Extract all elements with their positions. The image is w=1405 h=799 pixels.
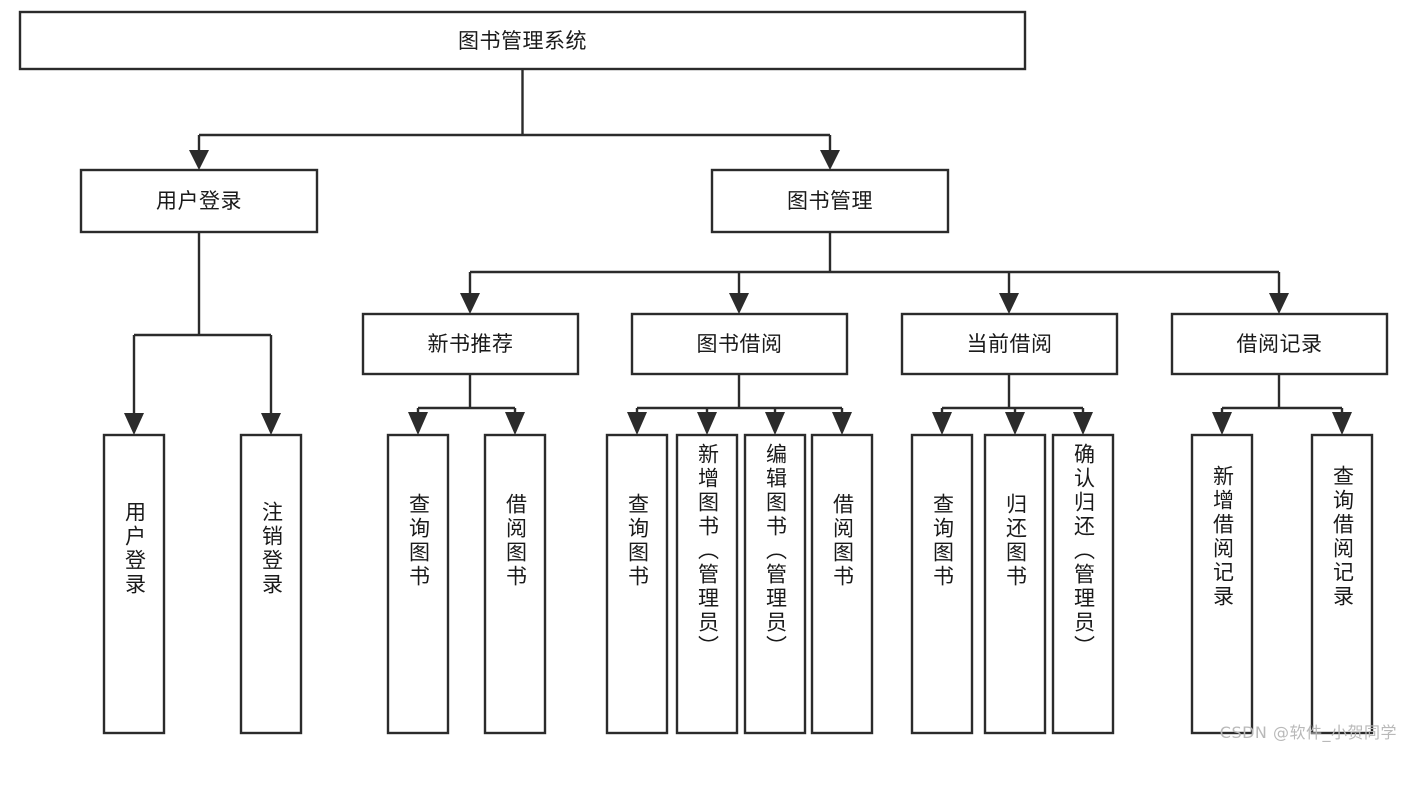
- node-root[interactable]: 图书管理系统: [18, 10, 1027, 71]
- connector-group-book-borrow: [627, 374, 852, 435]
- arrow-head-leaf-query-book-borrow: [627, 412, 647, 435]
- leaf-box-edit-book[interactable]: [743, 433, 807, 735]
- node-root-box[interactable]: [18, 10, 1027, 71]
- leaf-box-query-book-current[interactable]: [910, 433, 974, 735]
- node-book-management[interactable]: 图书管理: [710, 168, 950, 234]
- leaf-box-user-login[interactable]: [102, 433, 166, 735]
- node-current-borrow[interactable]: 当前借阅: [900, 312, 1119, 376]
- arrow-head-leaf-edit-book: [765, 412, 785, 435]
- leaf-box-confirm-return[interactable]: [1051, 433, 1115, 735]
- leaf-box-return-book[interactable]: [983, 433, 1047, 735]
- node-book-management-box[interactable]: [710, 168, 950, 234]
- node-borrow-record-box[interactable]: [1170, 312, 1389, 376]
- arrow-head-leaf-add-book: [697, 412, 717, 435]
- arrow-head-new-book-recommend: [460, 293, 480, 314]
- node-new-book-recommend[interactable]: 新书推荐: [361, 312, 580, 376]
- leaf-box-query-book-borrow[interactable]: [605, 433, 669, 735]
- arrow-head-leaf-user-login: [124, 413, 144, 435]
- arrow-head-leaf-return-book: [1005, 412, 1025, 435]
- leaf-boxes: [102, 433, 1374, 735]
- node-new-book-recommend-box[interactable]: [361, 312, 580, 376]
- arrow-head-leaf-add-borrow-record: [1212, 412, 1232, 435]
- flowchart-canvas: 图书管理系统 用户登录 图书管理 新书推荐 图书借阅 当前借阅 借阅记录: [18, 10, 1389, 735]
- connector-group-book-management: [460, 232, 1289, 314]
- leaf-box-add-borrow-record[interactable]: [1190, 433, 1254, 735]
- arrow-head-book-borrow: [729, 293, 749, 314]
- node-new-book-recommend-label: 新书推荐: [428, 332, 514, 356]
- arrow-head-user-login: [189, 150, 209, 170]
- arrow-head-leaf-query-book-recommend: [408, 412, 428, 435]
- arrow-head-book-management: [820, 150, 840, 170]
- arrow-head-leaf-borrow-book-recommend: [505, 412, 525, 435]
- node-user-login-label: 用户登录: [156, 189, 242, 213]
- node-root-label: 图书管理系统: [458, 29, 587, 53]
- node-borrow-record[interactable]: 借阅记录: [1170, 312, 1389, 376]
- connector-group-current-borrow: [932, 374, 1093, 435]
- leaf-box-query-borrow-record[interactable]: [1310, 433, 1374, 735]
- arrow-head-current-borrow: [999, 293, 1019, 314]
- arrow-head-leaf-borrow-book: [832, 412, 852, 435]
- leaf-box-query-book-recommend[interactable]: [386, 433, 450, 735]
- flowchart-diagram: 图书管理系统 用户登录 图书管理 新书推荐 图书借阅 当前借阅 借阅记录: [18, 10, 1397, 742]
- node-user-login[interactable]: 用户登录: [79, 168, 319, 234]
- node-current-borrow-label: 当前借阅: [967, 332, 1053, 356]
- arrow-head-borrow-record: [1269, 293, 1289, 314]
- leaf-box-borrow-book-recommend[interactable]: [483, 433, 547, 735]
- node-book-management-label: 图书管理: [787, 189, 873, 213]
- node-book-borrow[interactable]: 图书借阅: [630, 312, 849, 376]
- node-book-borrow-box[interactable]: [630, 312, 849, 376]
- node-current-borrow-box[interactable]: [900, 312, 1119, 376]
- arrow-head-leaf-confirm-return: [1073, 412, 1093, 435]
- arrow-head-leaf-query-borrow-record: [1332, 412, 1352, 435]
- node-user-login-box[interactable]: [79, 168, 319, 234]
- connector-group-root: [189, 69, 840, 170]
- leaf-box-add-book[interactable]: [675, 433, 739, 735]
- arrow-head-leaf-query-book-current: [932, 412, 952, 435]
- leaf-box-borrow-book[interactable]: [810, 433, 874, 735]
- node-borrow-record-label: 借阅记录: [1237, 332, 1323, 356]
- arrow-head-leaf-user-logout: [261, 413, 281, 435]
- connector-group-user-login: [124, 232, 281, 435]
- leaf-box-user-logout[interactable]: [239, 433, 303, 735]
- csdn-watermark: CSDN @软件_小贺同学: [1219, 723, 1397, 742]
- connector-group-new-book-recommend: [408, 374, 525, 435]
- node-book-borrow-label: 图书借阅: [697, 332, 783, 356]
- connector-group-borrow-record: [1212, 374, 1352, 435]
